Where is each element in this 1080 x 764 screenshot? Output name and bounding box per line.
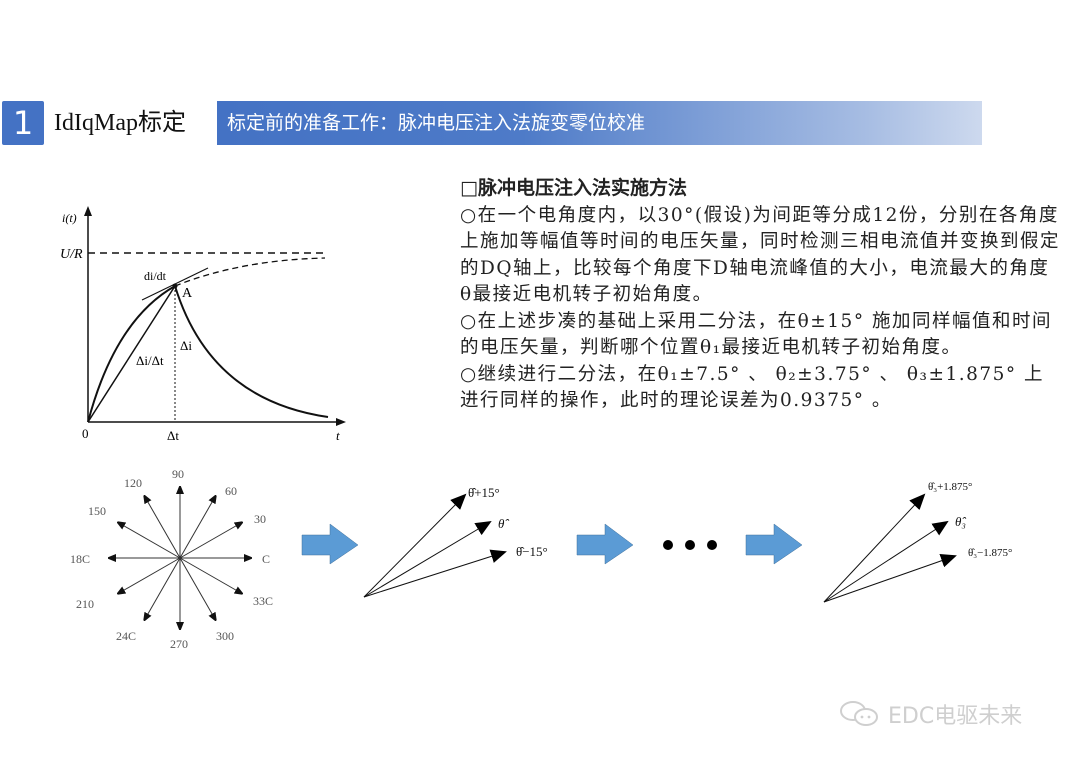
x-axis-label: t (336, 428, 340, 443)
tangent-label: di/dt (144, 269, 167, 283)
origin-label: 0 (82, 426, 89, 441)
angle-90-label: 90 (172, 467, 184, 481)
delta-i-label: Δi (180, 338, 192, 353)
angle-240-label: 24C (116, 629, 136, 643)
method-heading: □脉冲电压注入法实施方法 (460, 177, 687, 199)
theta-minus-15-label: θ̂−15° (516, 544, 548, 559)
theta3-plus-label: θ̂₃+1.875° (928, 481, 972, 493)
delta-t-label: Δt (167, 428, 179, 443)
bisection-flow: θ̂+15° θ̂ θ̂−15° θ̂₃+1.875° θ̂₃ θ̂₃−1.87… (301, 481, 1012, 603)
y-axis-label: i(t) (62, 211, 77, 225)
angle-300-label: 300 (216, 629, 234, 643)
theta3-minus-label: θ̂₃−1.875° (968, 547, 1012, 559)
watermark: EDC电驱未来 (838, 698, 1022, 730)
flow-arrow-icon (576, 523, 634, 565)
angle-120-label: 120 (124, 476, 142, 490)
angle-60-label: 60 (225, 484, 237, 498)
theta-plus-15-label: θ̂+15° (468, 485, 500, 500)
wechat-icon (840, 701, 878, 726)
point-a-label: A (182, 286, 193, 301)
current-response-diagram: i(t) U/R di/dt A Δi/Δt Δi 0 Δt t (60, 206, 346, 443)
watermark-text: EDC电驱未来 (888, 704, 1023, 729)
angle-330-label: 33C (253, 594, 273, 608)
angle-150-label: 150 (88, 504, 106, 518)
paragraph-step2: ○在上述步凑的基础上采用二分法，在θ±15° 施加同样幅值和时间的电压矢量，判断… (460, 310, 1052, 359)
secant-label: Δi/Δt (136, 353, 164, 368)
ellipsis-dot (663, 540, 673, 550)
angle-210-label: 210 (76, 597, 94, 611)
paragraph-step1: ○在一个电角度内，以30°(假设)为间距等分成12份，分别在各角度上施加等幅值等… (460, 204, 1061, 306)
ellipsis-dot (707, 540, 717, 550)
theta3-hat-label: θ̂₃ (955, 514, 966, 529)
theta-hat-label: θ̂ (498, 516, 509, 531)
angle-180-label: 18C (70, 552, 90, 566)
section-title: IdIqMap标定 (54, 110, 186, 136)
flow-arrow-icon (301, 523, 359, 565)
section-number-badge: 1 (2, 101, 44, 145)
angle-0-label: C (262, 552, 270, 566)
angle-270-label: 270 (170, 637, 188, 651)
flow-arrow-icon (745, 523, 803, 565)
ellipsis-dot (685, 540, 695, 550)
angle-30-label: 30 (254, 512, 266, 526)
voltage-vector-star: C 30 60 90 120 150 18C 210 24C 270 300 3… (70, 467, 273, 651)
paragraph-step3: ○继续进行二分法，在θ₁±7.5° 、 θ₂±3.75° 、 θ₃±1.875°… (460, 363, 1045, 412)
slide-banner: 标定前的准备工作：脉冲电压注入法旋变零位校准 (217, 101, 982, 145)
method-description: □脉冲电压注入法实施方法 ○在一个电角度内，以30°(假设)为间距等分成12份，… (460, 175, 1060, 415)
asymptote-label: U/R (60, 247, 83, 262)
